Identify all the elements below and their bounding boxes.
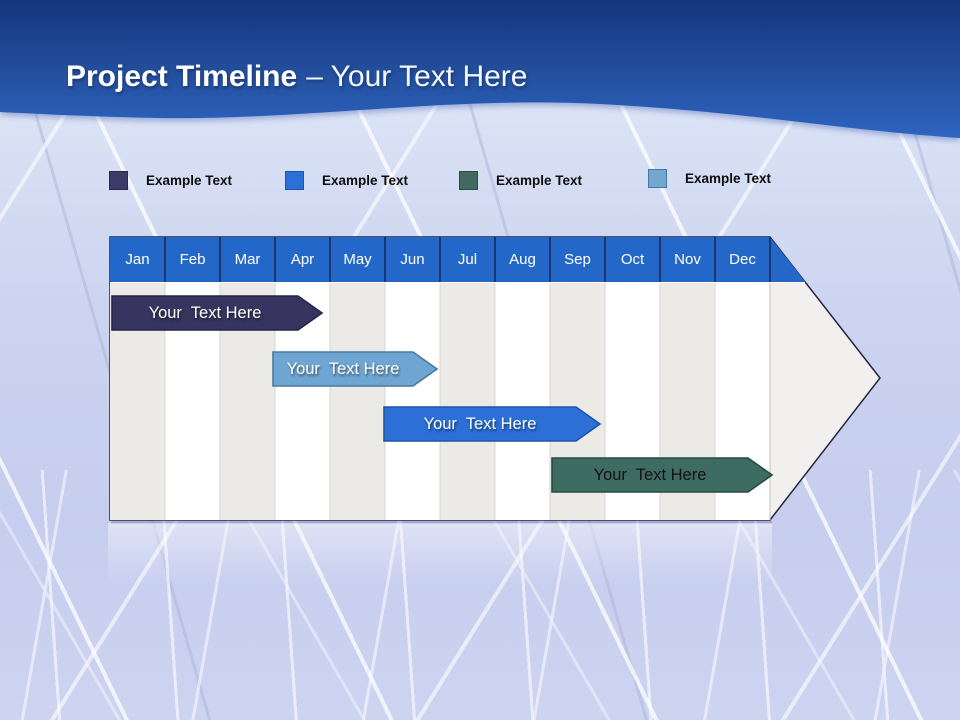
legend-item-2: Example Text <box>285 168 408 192</box>
legend-item-4: Example Text <box>648 166 771 190</box>
legend-item-3: Example Text <box>459 168 582 192</box>
month-label-mar: Mar <box>234 251 261 268</box>
legend-item-1: Example Text <box>109 168 232 192</box>
header-column-separators <box>164 237 771 282</box>
month-label-may: May <box>343 251 372 268</box>
gantt-bar-3 <box>383 406 602 442</box>
page-title-main: Project Timeline <box>66 60 298 93</box>
header-wave-path <box>0 0 960 138</box>
legend-swatch-teal <box>459 170 478 190</box>
month-label-oct: Oct <box>620 251 645 268</box>
month-label-sep: Sep <box>564 251 591 268</box>
legend-label: Example Text <box>322 172 409 188</box>
month-label-apr: Apr <box>290 251 315 268</box>
gantt-bar-2-label: Your Text Here <box>286 359 400 378</box>
legend-swatch-navy <box>109 170 128 190</box>
table-reflection <box>108 523 772 585</box>
page-title: Project Timeline– Your Text Here <box>66 60 527 94</box>
month-label-dec: Dec <box>729 251 756 268</box>
month-label-aug: Aug <box>509 251 536 268</box>
legend-label: Example Text <box>685 170 772 186</box>
gantt-bar-1 <box>111 295 324 331</box>
gantt-bar-1-label: Your Text Here <box>148 303 262 322</box>
month-label-jan: Jan <box>125 251 150 268</box>
gantt-bar-4-label: Your Text Here <box>593 465 707 484</box>
gantt-bar-3-label: Your Text Here <box>423 414 537 433</box>
legend-swatch-blue <box>285 170 304 190</box>
month-label-nov: Nov <box>674 251 701 268</box>
gantt-bar-4 <box>551 457 774 493</box>
month-header-band <box>110 237 806 282</box>
month-label-jul: Jul <box>457 251 478 268</box>
timeline-chart <box>109 236 881 524</box>
gantt-bar-2 <box>272 351 439 387</box>
header-wave-band <box>0 0 960 138</box>
legend-label: Example Text <box>146 172 233 188</box>
month-label-feb: Feb <box>179 251 206 268</box>
page-title-sub: – Your Text Here <box>306 60 528 93</box>
legend-label: Example Text <box>496 172 583 188</box>
month-label-jun: Jun <box>400 251 425 268</box>
legend-swatch-lightblue <box>648 168 667 188</box>
